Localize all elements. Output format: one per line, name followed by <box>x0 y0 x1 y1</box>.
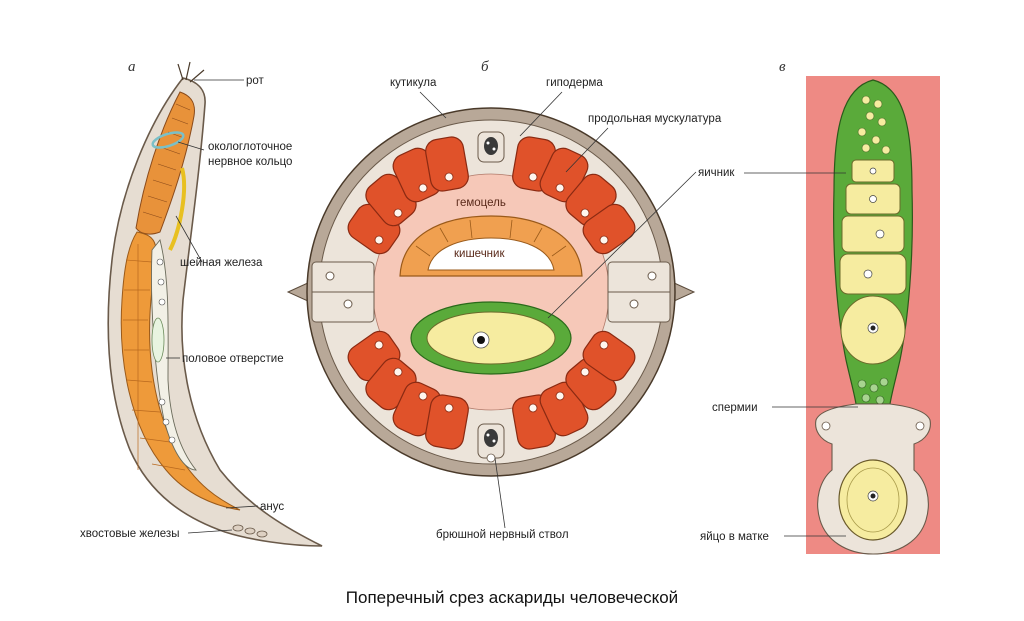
intestine <box>399 215 583 277</box>
label-sperm: спермии <box>712 402 758 414</box>
panel-b-letter: б <box>481 59 489 75</box>
leader-ventral-nerve-cord <box>494 457 506 529</box>
lateral-cord-left <box>311 261 375 323</box>
leader-ovary <box>547 171 697 319</box>
worm-cervical-gland <box>168 167 187 251</box>
label-nerve-ring-2: нервное кольцо <box>208 156 292 168</box>
label-ventral-nerve-cord: брюшной нервный ствол <box>436 529 569 541</box>
lateral-cord-right <box>607 261 671 323</box>
leader-cervical-gland <box>175 215 203 263</box>
leader-anus <box>225 505 259 509</box>
ventral-nerve-cord <box>477 423 505 463</box>
label-mouth: рот <box>246 75 265 87</box>
leader-longitudinal-muscles <box>565 127 609 173</box>
label-egg-in-uterus: яйцо в матке <box>700 531 769 543</box>
leader-tail-glands <box>187 529 233 534</box>
dorsal-nerve-cord <box>477 131 505 163</box>
figure-caption: Поперечный срез аскариды человеческой <box>345 588 679 607</box>
leader-hypodermis <box>519 91 563 137</box>
label-anus: анус <box>260 501 284 513</box>
ovary <box>410 301 572 375</box>
label-hemocoel: гемоцель <box>456 197 506 209</box>
muscle-cells <box>347 136 636 450</box>
worm-pharynx <box>135 91 195 235</box>
label-cervical-gland: шейная железа <box>180 257 263 269</box>
worm-nerve-ring <box>151 131 185 149</box>
egg-in-uterus <box>838 459 908 541</box>
panel-b-cross-section: б <box>286 59 735 541</box>
label-ovary: яичник <box>698 167 735 179</box>
label-cuticle: кутикула <box>390 77 437 89</box>
panel-c-gonad: в <box>700 59 940 555</box>
label-hypodermis: гиподерма <box>546 77 603 89</box>
label-nerve-ring-1: окологлоточное <box>208 141 292 153</box>
panel-c-letter: в <box>779 59 786 75</box>
label-tail-glands: хвостовые железы <box>80 528 179 540</box>
label-longitudinal-muscles: продольная мускулатура <box>588 113 722 125</box>
panel-a-worm: а <box>80 59 323 547</box>
leader-cuticle <box>419 91 447 119</box>
panel-a-letter: а <box>128 59 136 75</box>
label-intestine: кишечник <box>454 248 505 260</box>
worm-intestine <box>120 231 241 511</box>
leader-nerve-ring <box>177 141 205 151</box>
label-genital-opening: половое отверстие <box>182 353 284 365</box>
oocytes <box>839 159 907 365</box>
